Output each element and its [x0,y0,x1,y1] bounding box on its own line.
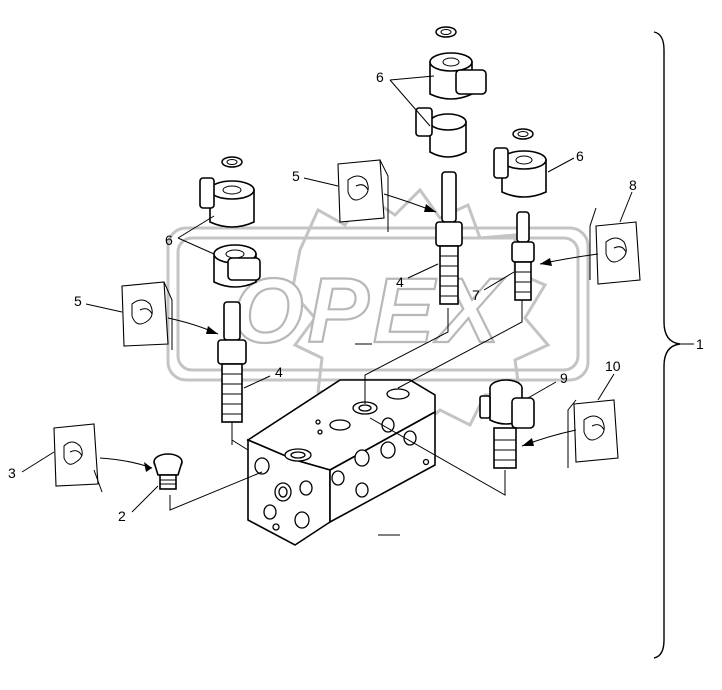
loctite-package-8 [589,207,641,285]
label-5-center: 5 [292,168,300,184]
loctite-package-5-center [337,159,389,232]
cartridge-valve-center [435,171,463,305]
label-4-center: 4 [396,274,404,290]
label-3: 3 [8,465,16,481]
watermark-frame-inner [176,236,580,372]
label-10: 10 [605,358,621,374]
label-9: 9 [560,370,568,386]
solenoid-coils-left [199,156,261,288]
label-1: 1 [696,336,704,352]
label-2: 2 [118,508,126,524]
label-5-left: 5 [74,293,82,309]
pressure-reducing-valve [479,379,535,469]
label-6-left: 6 [165,232,173,248]
assembly-center-lines [169,300,523,536]
loctite-package-3 [53,423,103,493]
watermark-text: OPEX [232,260,504,362]
plug-part [153,453,183,490]
cartridge-valve-left [217,301,247,423]
solenoid-coils-center [415,26,487,158]
label-7: 7 [472,287,480,303]
valve-manifold-block [246,379,436,546]
cartridge-valve-right [511,211,535,301]
assembly-bracket [653,31,681,659]
label-4-left: 4 [275,364,283,380]
leader-lines [21,75,633,513]
label-6-center: 6 [376,69,384,85]
loctite-package-5-left [121,281,173,350]
label-8: 8 [629,177,637,193]
callout-labels: 2 3 4 4 5 5 6 6 6 7 8 9 10 [8,69,637,524]
label-6-right: 6 [576,148,584,164]
loctite-package-10 [567,399,619,468]
solenoid-coil-right [493,128,547,198]
